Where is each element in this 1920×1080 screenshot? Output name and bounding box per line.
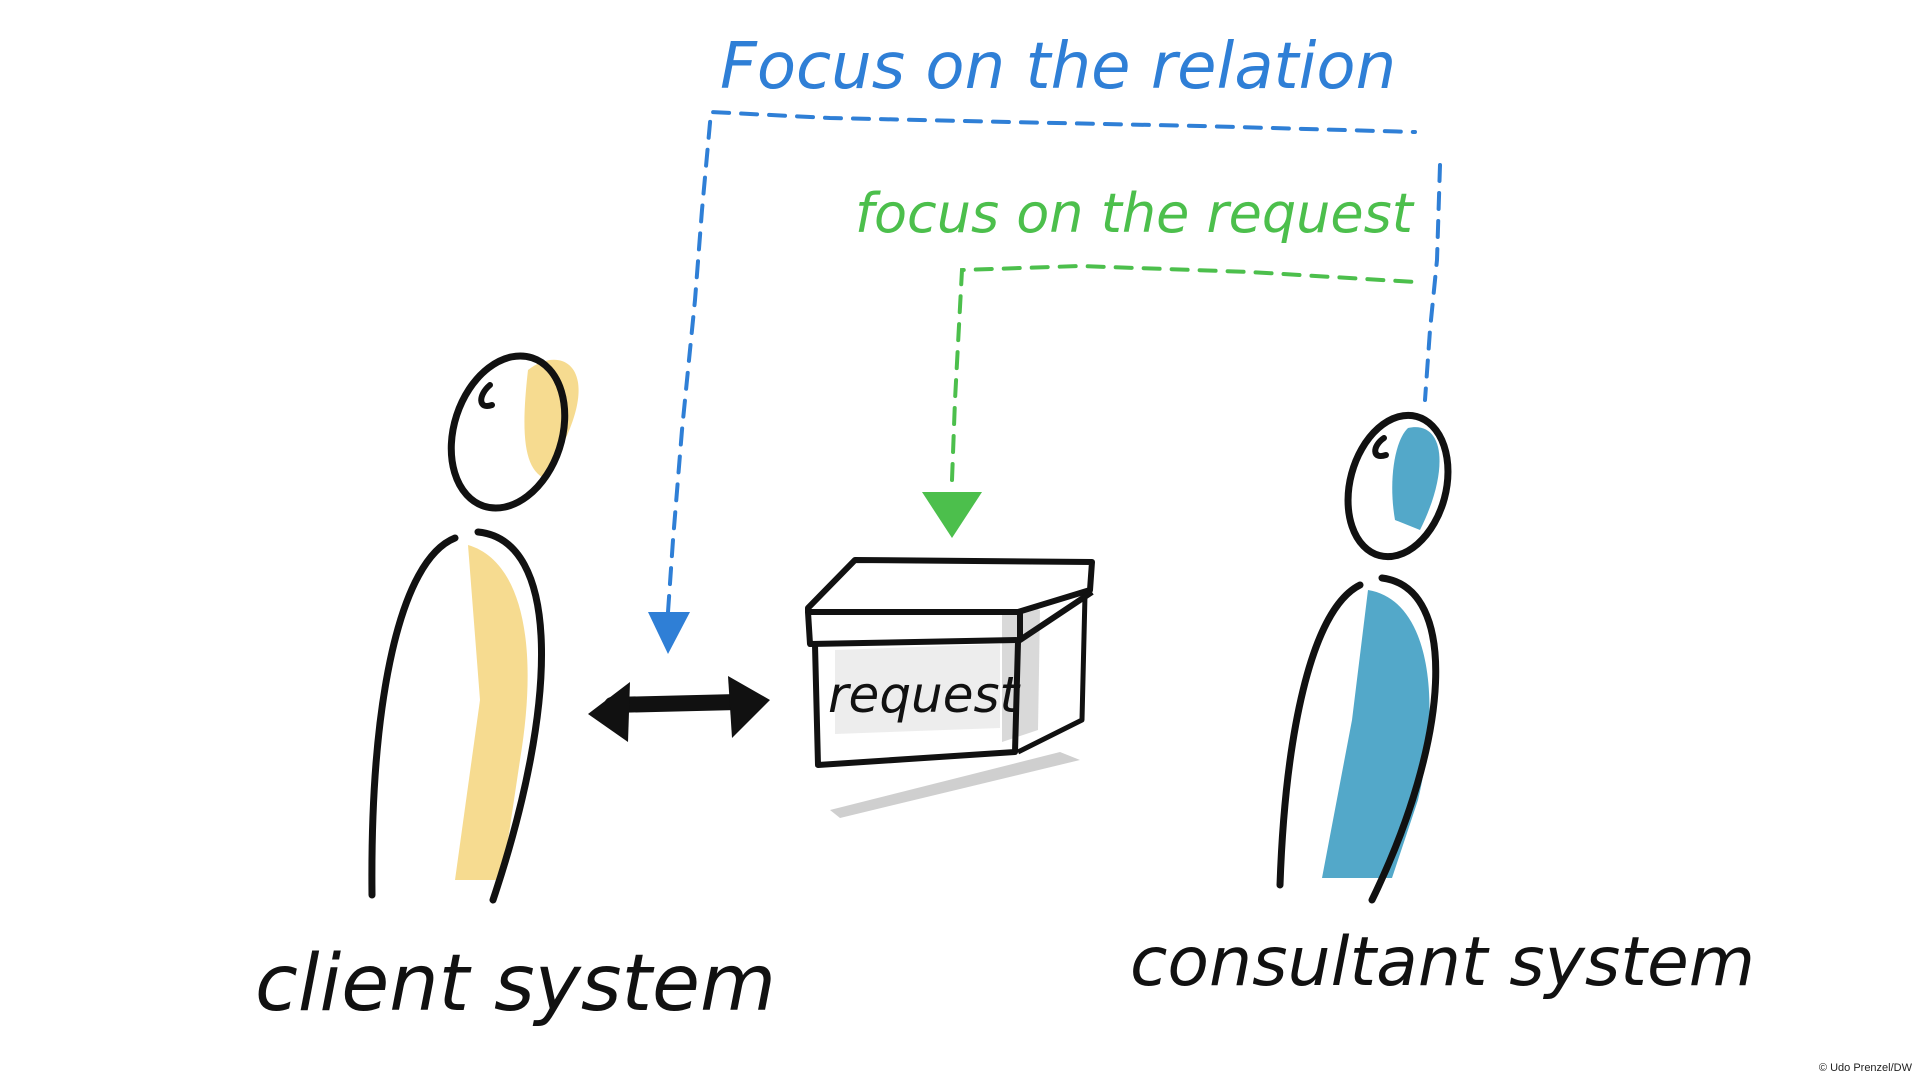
request-focus-connector	[922, 263, 1417, 538]
request-box-icon: request	[805, 557, 1095, 818]
client-person-icon	[368, 352, 579, 904]
box-label: request	[828, 666, 1022, 724]
image-credit: © Udo Prenzel/DW	[1818, 1062, 1912, 1074]
client-system-label: client system	[255, 939, 776, 1029]
request-arrowhead-icon	[922, 492, 982, 538]
request-focus-label: focus on the request	[855, 182, 1415, 245]
relation-connector	[648, 109, 1442, 654]
double-arrow-icon	[588, 676, 770, 742]
consultant-person-icon	[1276, 411, 1452, 904]
relation-focus-label: Focus on the relation	[720, 30, 1396, 104]
consultant-system-label: consultant system	[1130, 923, 1755, 1002]
relation-arrowhead-icon	[648, 612, 690, 654]
